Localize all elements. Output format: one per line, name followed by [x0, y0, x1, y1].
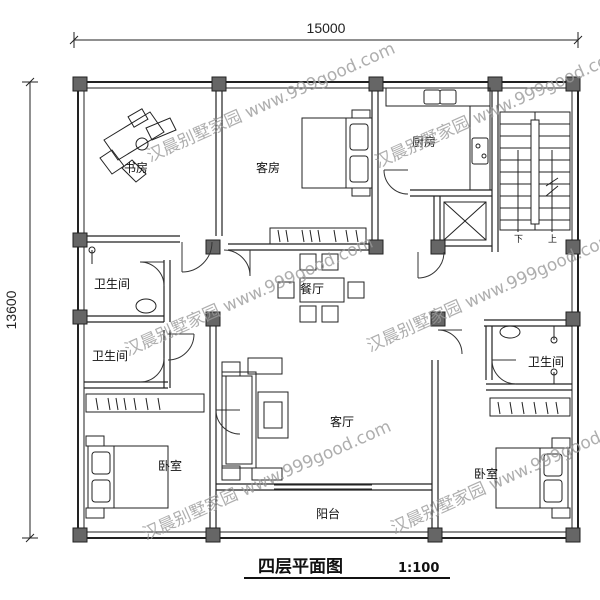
- room-label-living: 客厅: [330, 414, 354, 429]
- stairs: [499, 111, 571, 232]
- stairs-up-label: 上: [548, 234, 557, 245]
- interior-walls: [84, 88, 572, 532]
- guest-bed: [301, 109, 373, 197]
- width-dimension: [69, 32, 583, 48]
- doors: [139, 169, 517, 435]
- width-dimension-label: 15000: [307, 20, 346, 36]
- room-label-bathroom-left-lower: 卫生间: [92, 349, 128, 363]
- bathroom-fixtures: [88, 246, 558, 384]
- kitchen-fixtures: [385, 87, 491, 191]
- watermark-3: 汉晨别墅家园 www.999good.com: [122, 233, 376, 361]
- left-bedroom-furniture: [85, 393, 205, 519]
- plan-scale: 1:100: [398, 561, 439, 576]
- depth-dimension: [22, 77, 38, 543]
- plan-title: 四层平面图: [258, 557, 343, 577]
- room-label-guest-room: 客房: [256, 160, 280, 175]
- dining-table: [277, 253, 365, 323]
- windows: [136, 484, 552, 533]
- right-bedroom-furniture: [489, 397, 571, 519]
- depth-dimension-label: 13600: [3, 290, 19, 329]
- watermark-4: 汉晨别墅家园 www.999good.com: [364, 229, 600, 357]
- study-desk: [99, 108, 177, 183]
- room-label-kitchen: 厨房: [412, 134, 436, 149]
- room-label-bedroom-left: 卧室: [158, 458, 182, 473]
- room-label-bathroom-right: 卫生间: [528, 355, 564, 369]
- elevator: [443, 201, 487, 241]
- room-label-balcony: 阳台: [316, 506, 340, 521]
- watermark-5: 汉晨别墅家园 www.999good.com: [140, 417, 394, 545]
- room-label-bedroom-right: 卧室: [474, 466, 498, 481]
- stairs-down-label: 下: [514, 235, 523, 245]
- living-sofa-set: [221, 357, 289, 481]
- room-label-dining: 餐厅: [300, 281, 324, 296]
- columns: [72, 76, 581, 543]
- watermark-2: 汉晨别墅家园 www.999good.com: [372, 45, 600, 173]
- guest-wardrobe: [269, 227, 367, 245]
- watermark-1: 汉晨别墅家园 www.999good.com: [144, 39, 398, 167]
- room-label-bathroom-left-upper: 卫生间: [94, 277, 130, 291]
- room-label-study: 书房: [124, 160, 148, 175]
